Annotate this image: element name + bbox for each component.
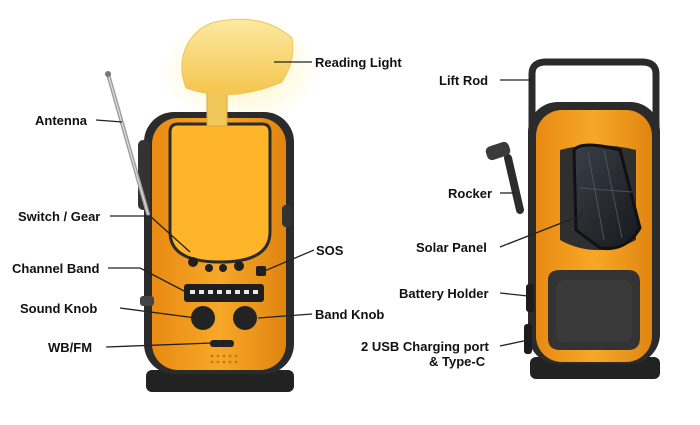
channel-band-display [184,284,264,302]
label-battery-holder: Battery Holder [399,286,489,301]
label-wb-fm: WB/FM [48,340,93,355]
back-radio [485,58,660,379]
front-lamp-cavity [168,122,272,264]
wb-fm-slider [210,340,234,347]
solar-panel-surface [572,143,642,251]
label-rocker: Rocker [448,186,493,201]
wb-fm-switch-side [140,296,154,306]
label-channel-band: Channel Band [12,261,100,276]
rocker-crank-arm [504,154,524,214]
side-knob [282,205,292,227]
power-button [234,261,244,271]
sos-button [256,266,266,276]
sound-knob [191,306,215,330]
label-sos: SOS [316,243,344,258]
battery-cover [556,280,632,342]
band-knob [233,306,257,330]
lamp-arm [206,91,228,127]
label-band-knob: Band Knob [315,307,385,322]
lift-rod [528,58,660,130]
control-button-1 [188,257,198,267]
label-usb-line2: & Type-C [429,354,486,369]
label-reading-light: Reading Light [315,55,402,70]
reading-lamp-head [181,18,294,96]
control-button-3 [219,264,227,272]
usb-ports [524,324,532,354]
label-lift-rod: Lift Rod [439,73,489,88]
control-button-2 [205,264,213,272]
label-antenna: Antenna [35,113,87,128]
label-usb-line1: 2 USB Charging port [361,339,489,354]
front-base [146,370,294,392]
label-switch-gear: Switch / Gear [18,209,101,224]
rocker-handle [485,141,511,161]
front-radio [105,15,320,392]
label-solar-panel: Solar Panel [416,240,487,255]
battery-holder-port [526,284,534,312]
leader-lines [95,61,583,348]
label-sound-knob: Sound Knob [20,301,98,316]
